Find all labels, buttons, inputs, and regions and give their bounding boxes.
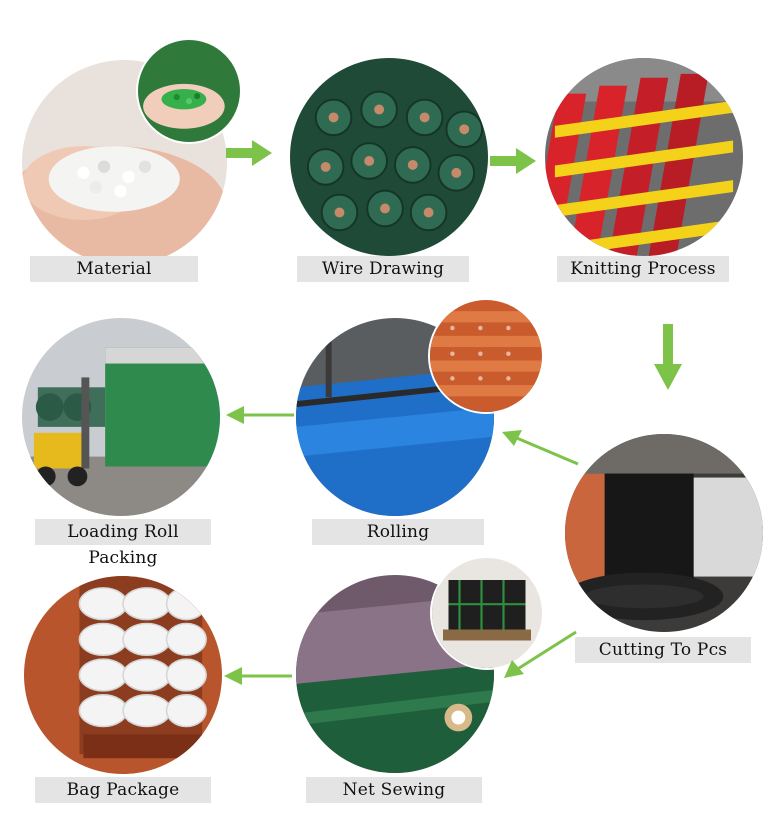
orange-rolls-inset-photo <box>428 298 544 414</box>
arrow-knitting-to-cutting <box>654 324 682 390</box>
cutting-to-pcs-photo <box>565 434 763 632</box>
green-pellets-inset-photo <box>136 38 242 144</box>
step-label-cutting-to-pcs: Cutting To Pcs <box>575 637 751 663</box>
arrow-cutting-to-net-sewing <box>502 630 578 680</box>
step-label-bag-package: Bag Package <box>35 777 211 803</box>
bag-package-photo <box>24 576 222 774</box>
step-label-rolling: Rolling <box>312 519 484 545</box>
wrapped-rolls-inset-photo <box>430 556 544 670</box>
step-label-material: Material <box>30 256 198 282</box>
arrow-net-sewing-to-bag-package <box>224 666 292 686</box>
loading-roll-packing-photo <box>22 318 220 516</box>
arrow-cutting-to-rolling <box>500 428 580 468</box>
step-label-net-sewing: Net Sewing <box>306 777 482 803</box>
wire-drawing-photo <box>290 58 488 256</box>
knitting-process-photo <box>545 58 743 256</box>
net-sewing-photo <box>296 575 494 773</box>
rolling-photo <box>296 318 494 516</box>
arrow-wire-drawing-to-knitting <box>490 148 536 174</box>
arrow-material-to-wire-drawing <box>226 140 272 166</box>
step-label-loading-roll-packing: Loading Roll Packing <box>35 519 211 568</box>
step-label-wire-drawing: Wire Drawing <box>297 256 469 282</box>
arrow-rolling-to-loading <box>226 405 294 425</box>
step-label-knitting-process: Knitting Process <box>557 256 729 282</box>
